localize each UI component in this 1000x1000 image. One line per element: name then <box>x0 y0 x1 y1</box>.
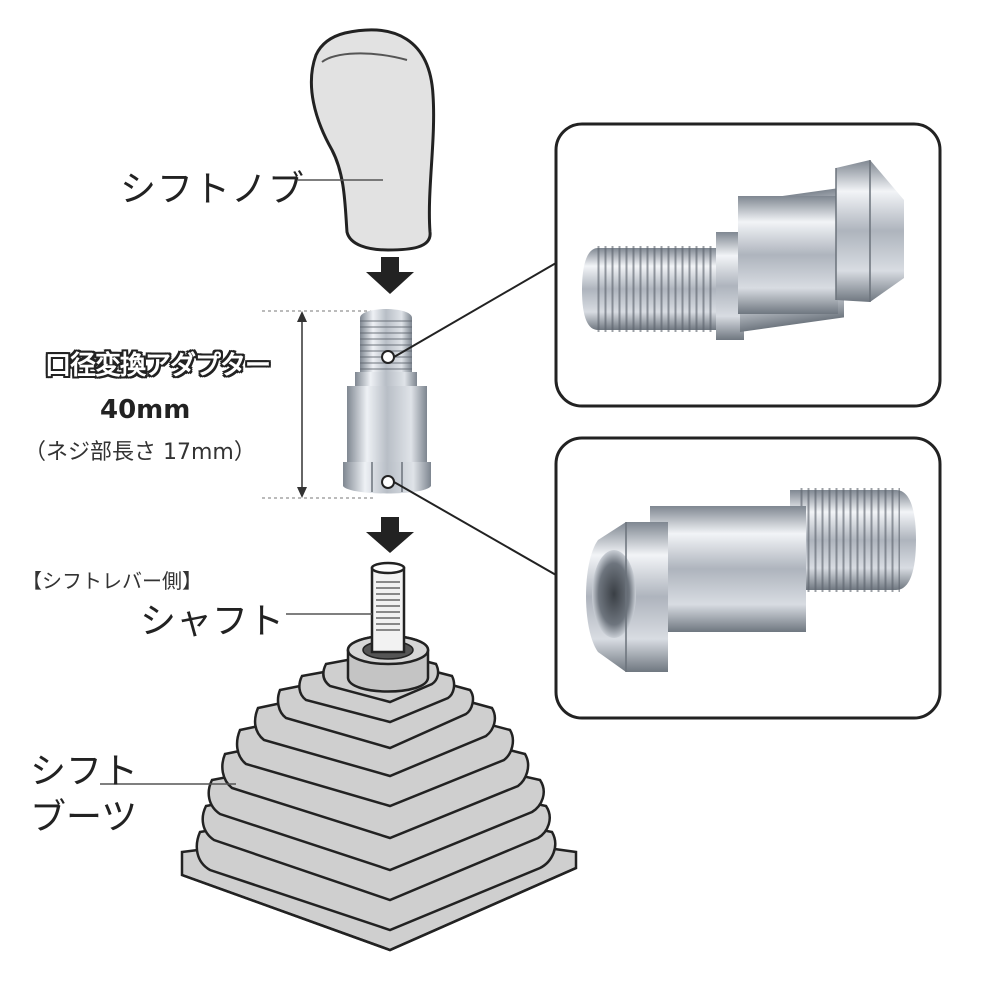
dimension-line <box>262 310 375 499</box>
adapter-part <box>343 309 431 494</box>
arrow-down-icon <box>366 517 414 553</box>
adapter-length-label: 40mm <box>100 395 191 425</box>
shift-boot-label-line2: ブーツ <box>30 797 138 838</box>
arrow-down-icon <box>366 257 414 294</box>
callout-line-top <box>393 262 557 358</box>
lever-side-label: 【シフトレバー側】 <box>22 569 202 593</box>
adapter-label: 口径変換アダプター <box>45 351 271 381</box>
shift-boot <box>180 634 578 952</box>
photo-adapter-thread-side <box>554 122 942 408</box>
shift-boot-label-line1: シフト <box>30 751 139 792</box>
callout-line-bottom <box>393 481 557 576</box>
lever-shaft <box>370 561 406 654</box>
thread-length-label: （ネジ部長さ 17mm） <box>24 440 256 465</box>
shift-knob <box>309 28 436 252</box>
shaft-label: シャフト <box>140 601 285 642</box>
photo-adapter-bore-side <box>554 436 942 720</box>
shift-knob-label: シフトノブ <box>120 169 306 210</box>
